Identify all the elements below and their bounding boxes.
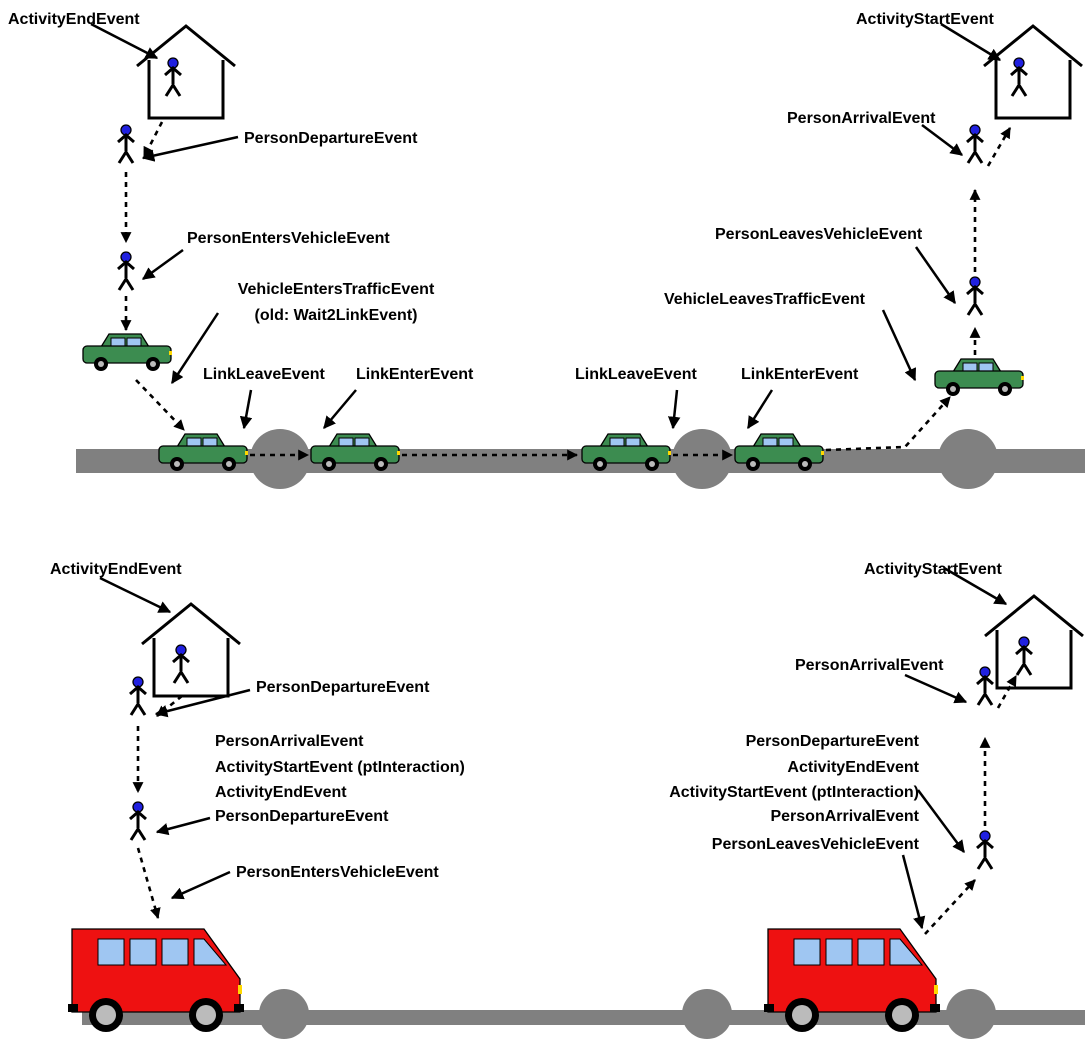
bottom-interaction-end-line-1: PersonDepartureEvent — [746, 733, 920, 750]
top-car-waiting-icon — [82, 333, 173, 372]
bottom-destination-house-icon — [983, 594, 1085, 690]
bottom-interaction-end-line-2: ActivityEndEvent — [787, 759, 919, 776]
bottom-person-at-destination-icon — [1014, 635, 1034, 677]
bottom-interaction-end-line-3: ActivityStartEvent (ptInteraction) — [669, 784, 919, 801]
bottom-node-3 — [946, 989, 996, 1039]
bottom-node-1 — [259, 989, 309, 1039]
top-person-arrived-icon — [965, 123, 985, 165]
bottom-interaction-end-line-4: PersonArrivalEvent — [770, 808, 919, 825]
top-vehicle-enters-traffic-label: VehicleEntersTrafficEvent — [238, 281, 435, 298]
bottom-person-enters-vehicle-label: PersonEntersVehicleEvent — [236, 864, 439, 881]
top-vehicle-enters-traffic-old-label: (old: Wait2LinkEvent) — [255, 307, 418, 324]
bottom-interaction-start-line-4: PersonDepartureEvent — [215, 808, 389, 825]
bottom-scenario: ActivityEndEvent PersonDepartureEvent Pe… — [50, 561, 1085, 1039]
top-node-2 — [672, 429, 732, 489]
bottom-road — [82, 1010, 1085, 1025]
top-person-at-destination-icon — [1009, 56, 1029, 98]
top-person-alighting-icon — [965, 275, 985, 317]
bottom-label-arrows — [99, 566, 1008, 930]
top-car-parked-icon — [934, 358, 1025, 397]
top-person-departed-icon — [116, 123, 136, 165]
top-link-leave-2-label: LinkLeaveEvent — [575, 366, 698, 383]
top-person-in-home-icon — [163, 56, 183, 98]
bottom-activity-end-label: ActivityEndEvent — [50, 561, 182, 578]
top-link-leave-1-label: LinkLeaveEvent — [203, 366, 326, 383]
top-link-enter-2-label: LinkEnterEvent — [741, 366, 859, 383]
bottom-person-departed-icon — [128, 675, 148, 717]
top-scenario: ActivityEndEvent PersonDepartureEvent Pe… — [8, 11, 1085, 489]
top-person-boarding-icon — [116, 250, 136, 292]
bottom-interaction-start-line-3: ActivityEndEvent — [215, 784, 347, 801]
bottom-origin-house-icon — [140, 602, 242, 698]
top-activity-start-label: ActivityStartEvent — [856, 11, 994, 28]
top-node-1 — [250, 429, 310, 489]
bottom-interaction-end-line-5: PersonLeavesVehicleEvent — [712, 836, 920, 853]
bottom-person-alighted-icon — [975, 829, 995, 871]
top-person-leaves-vehicle-label: PersonLeavesVehicleEvent — [715, 226, 923, 243]
top-person-departure-label: PersonDepartureEvent — [244, 130, 418, 147]
bottom-person-arrival-label: PersonArrivalEvent — [795, 657, 944, 674]
bottom-interaction-start-line-1: PersonArrivalEvent — [215, 733, 364, 750]
top-label-arrows — [90, 22, 1002, 430]
top-person-arrival-label: PersonArrivalEvent — [787, 110, 936, 127]
bottom-person-departure-label: PersonDepartureEvent — [256, 679, 430, 696]
top-destination-house-icon — [982, 24, 1084, 120]
bottom-person-arrived-icon — [975, 665, 995, 707]
top-node-3 — [938, 429, 998, 489]
bottom-person-in-home-icon — [171, 643, 191, 685]
bottom-node-2 — [682, 989, 732, 1039]
bottom-flow-arrows — [132, 675, 1018, 935]
top-vehicle-leaves-traffic-label: VehicleLeavesTrafficEvent — [664, 291, 866, 308]
top-activity-end-label: ActivityEndEvent — [8, 11, 140, 28]
bottom-interaction-start-line-2: ActivityStartEvent (ptInteraction) — [215, 759, 465, 776]
top-person-enters-vehicle-label: PersonEntersVehicleEvent — [187, 230, 390, 247]
top-link-enter-1-label: LinkEnterEvent — [356, 366, 474, 383]
bottom-person-at-stop-icon — [128, 800, 148, 842]
top-origin-house-icon — [135, 24, 237, 120]
bottom-activity-start-label: ActivityStartEvent — [864, 561, 1002, 578]
